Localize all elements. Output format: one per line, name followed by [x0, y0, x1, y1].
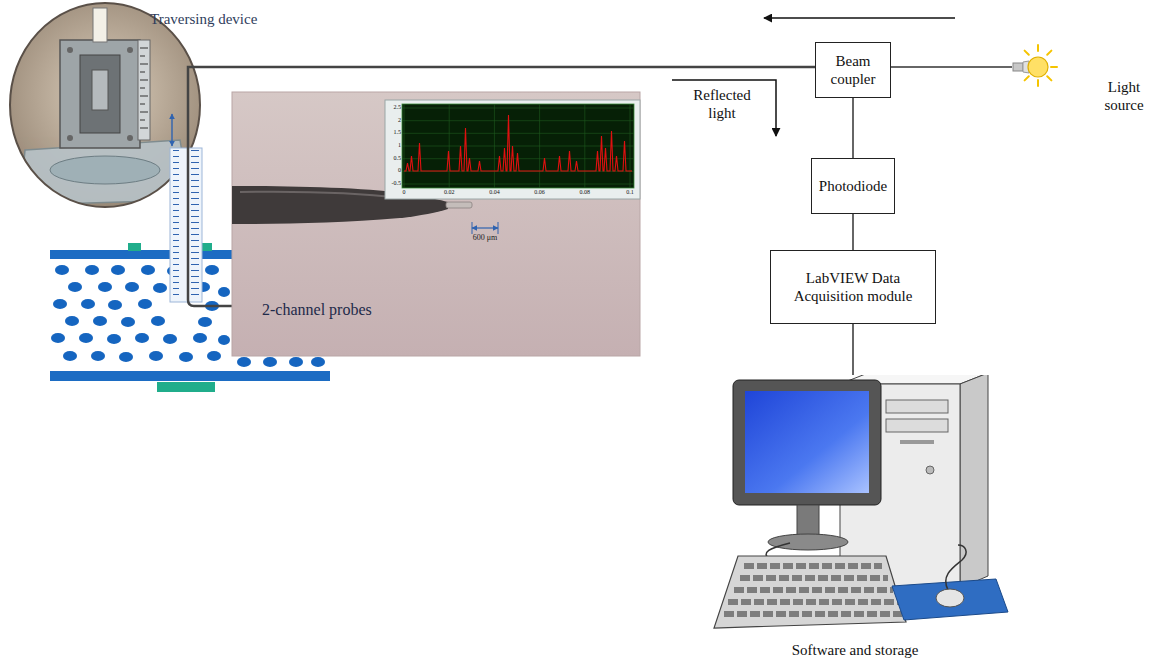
dimension-label: 600 μm [466, 233, 504, 243]
channel-wall [50, 371, 330, 381]
node-label: Photodiode [819, 177, 887, 195]
axis-tick: 2.5 [385, 104, 401, 111]
node-label: LabVIEW Data Acquisition module [777, 269, 929, 305]
mount-pad [128, 243, 141, 251]
axis-tick: 0.08 [575, 189, 595, 196]
connector-line [852, 214, 854, 250]
computer-icon [700, 375, 1010, 640]
daq-module-box: LabVIEW Data Acquisition module [770, 250, 936, 324]
connector-line [891, 66, 1012, 68]
connector-line [852, 98, 854, 158]
axis-tick: 1 [385, 142, 401, 149]
node-label: Software and storage [700, 641, 1010, 659]
axis-tick: 0.02 [439, 189, 459, 196]
axis-tick: 1.5 [385, 129, 401, 136]
ruler-scale [170, 114, 202, 302]
axis-tick: 0.04 [484, 189, 504, 196]
beam-coupler-box: Beam coupler [815, 42, 891, 98]
axis-tick: 0.06 [530, 189, 550, 196]
axis-tick: 0 [385, 167, 401, 174]
part-label: 2-channel probes [262, 300, 432, 319]
axis-tick: 0.1 [620, 189, 640, 196]
mount-pad [157, 382, 215, 392]
computer: Software and storage [700, 375, 1010, 665]
axis-tick: -0.5 [385, 180, 401, 187]
connector-line [852, 324, 854, 375]
node-label: Light source [1098, 78, 1150, 114]
probe-photo-inset [232, 92, 640, 356]
light-bulb-icon [1012, 42, 1058, 92]
photodiode-box: Photodiode [811, 158, 895, 214]
axis-tick: 0 [394, 189, 414, 196]
light-source: Light source [1012, 42, 1058, 92]
axis-tick: 2 [385, 117, 401, 124]
node-label: Beam coupler [822, 52, 884, 88]
axis-tick: 0.5 [385, 155, 401, 162]
signal-chart [385, 100, 640, 199]
part-label: Traversing device [150, 10, 300, 28]
reflected-light-arrow [672, 80, 776, 136]
direction-arrow [764, 17, 955, 19]
signal-label: Reflected light [680, 86, 764, 122]
